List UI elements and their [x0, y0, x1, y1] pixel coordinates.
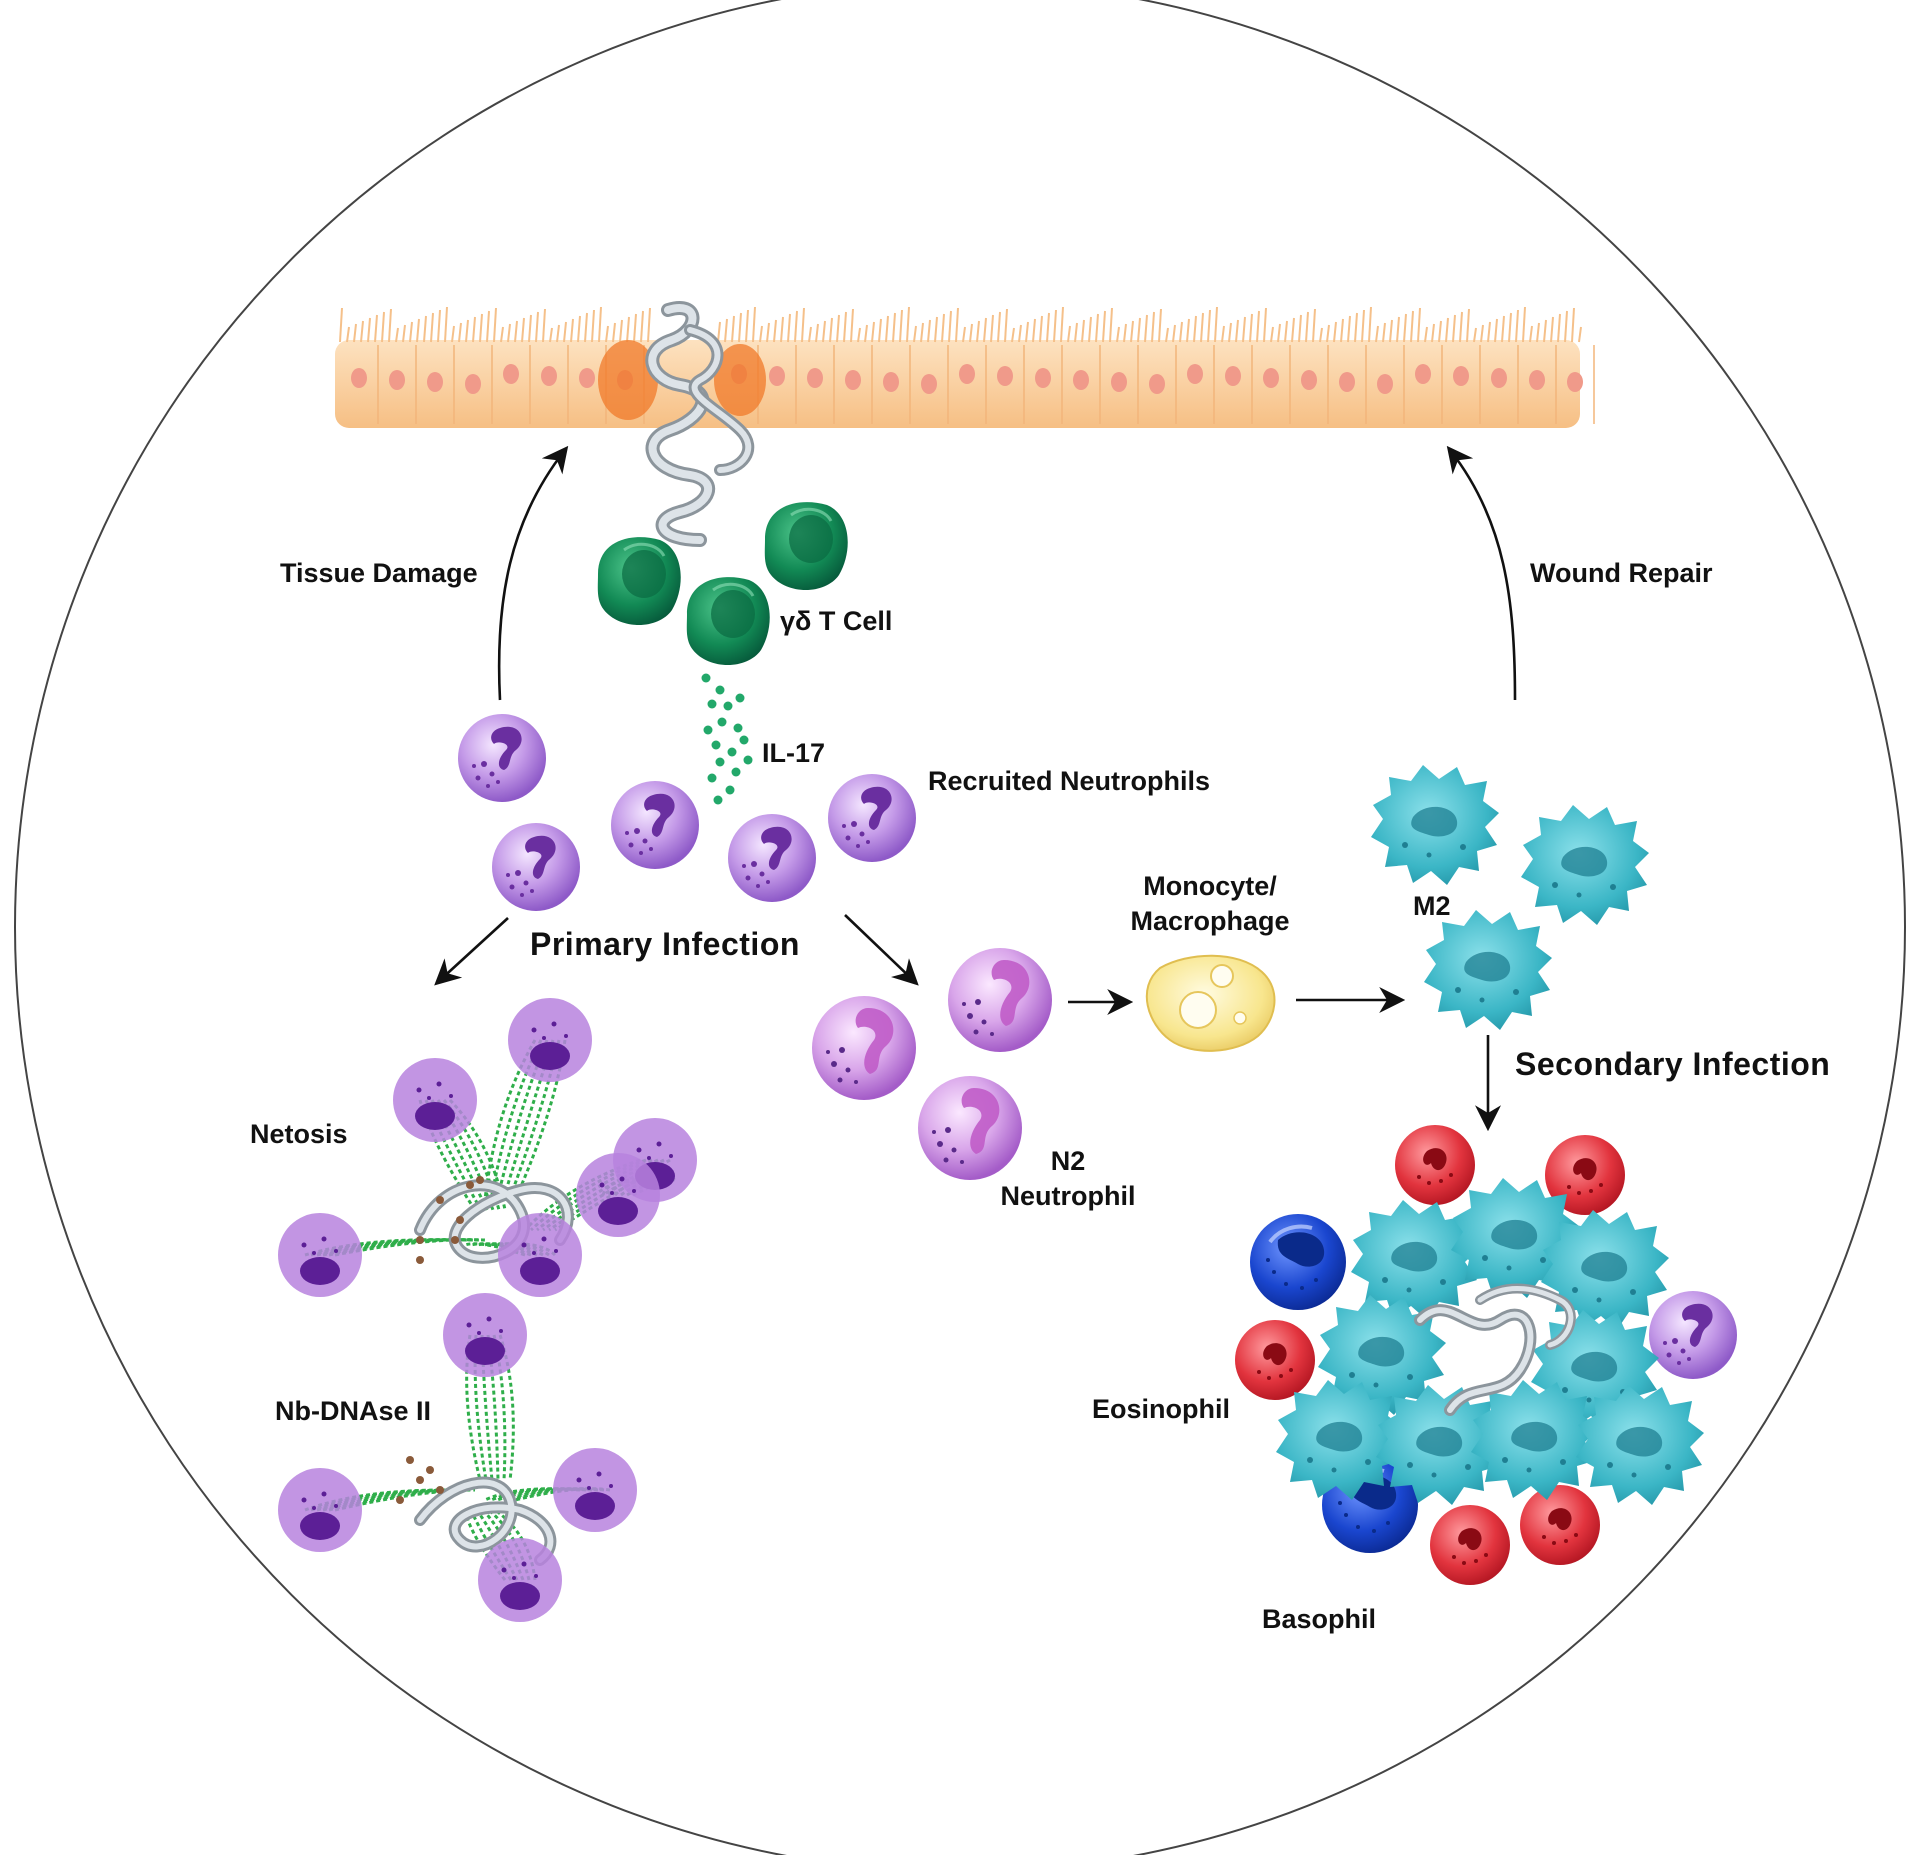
worm-parasite: [645, 301, 755, 547]
secondary-infection-cluster: [1235, 1125, 1737, 1585]
label-nb-dnase: Nb-DNAse II: [275, 1396, 431, 1426]
label-monocyte-line2: Macrophage: [1130, 906, 1289, 936]
label-il17: IL-17: [762, 738, 825, 768]
arrow-wound-repair: [1446, 445, 1517, 701]
il17-cytokines: [701, 673, 753, 805]
label-gd-t-cell: γδ T Cell: [780, 606, 892, 636]
arrow-tissue-damage: [497, 445, 569, 701]
label-primary-infection: Primary Infection: [530, 926, 800, 962]
label-n2-line2: Neutrophil: [1001, 1181, 1136, 1211]
label-n2-line1: N2: [1051, 1146, 1086, 1176]
label-recruited-neutrophils: Recruited Neutrophils: [928, 766, 1210, 796]
arrow-to-netosis: [434, 917, 509, 986]
arrow-to-n2: [844, 914, 919, 986]
nb-dnase-cluster: [278, 1293, 637, 1622]
label-wound-repair: Wound Repair: [1530, 558, 1713, 588]
monocyte-macrophage: [1145, 954, 1276, 1052]
label-monocyte-line1: Monocyte/: [1143, 871, 1277, 901]
label-m2: M2: [1413, 891, 1451, 921]
label-basophil: Basophil: [1262, 1604, 1376, 1634]
netosis-cluster: [278, 998, 697, 1297]
label-tissue-damage: Tissue Damage: [280, 558, 478, 588]
label-netosis: Netosis: [250, 1119, 348, 1149]
label-secondary-infection: Secondary Infection: [1515, 1046, 1830, 1082]
outer-circle: [14, 0, 1906, 1855]
label-eosinophil: Eosinophil: [1092, 1394, 1230, 1424]
